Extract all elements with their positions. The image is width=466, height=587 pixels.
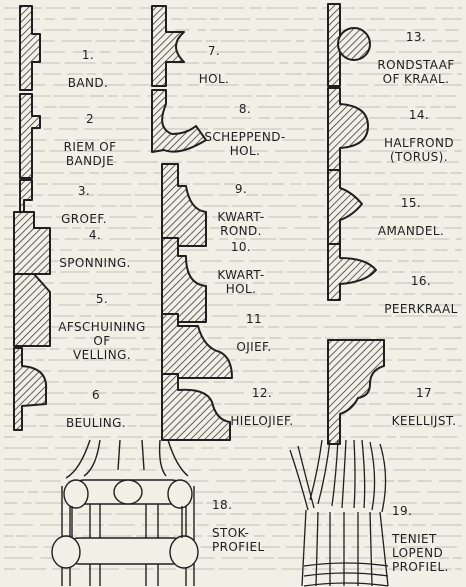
profile-4-number: 4. <box>88 228 102 242</box>
profile-16-peerkraal-drawing <box>327 243 377 301</box>
profile-19-teniet-lopend-drawing <box>289 439 389 587</box>
profile-10-kwarthol-drawing <box>161 237 207 323</box>
profile-5-label: 5. AFSCHUINING OF VELLING. <box>52 278 152 376</box>
profile-2-riem-drawing <box>19 93 41 179</box>
profile-11-ojief-drawing <box>161 313 233 379</box>
profile-6-beuling-drawing <box>13 347 48 431</box>
profile-18-label: 18. STOK- PROFIEL <box>212 484 292 568</box>
profile-8-name: SCHEPPEND- HOL. <box>204 130 286 158</box>
profile-16-label: 16. PEERKRAAL <box>378 260 464 330</box>
profile-7-number: 7. <box>207 44 221 58</box>
profile-7-name: HOL. <box>198 72 230 86</box>
profile-9-number: 9. <box>234 182 248 196</box>
profile-3-number: 3. <box>77 184 91 198</box>
profile-2-name: RIEM OF BANDJE <box>63 140 117 168</box>
profile-6-name: BEULING. <box>65 416 127 430</box>
profile-17-label: 17 KEELLIJST. <box>384 372 464 442</box>
profile-9-label: 9. KWART- ROND. <box>206 168 276 252</box>
profile-14-label: 14. HALFROND (TORUS). <box>376 94 462 178</box>
profile-16-number: 16. <box>410 274 432 288</box>
profile-14-halfrond-drawing <box>327 87 369 171</box>
profile-9-name: KWART- ROND. <box>217 210 265 238</box>
profile-5-afschuining-drawing <box>13 273 51 347</box>
profile-4-label: 4. SPONNING. <box>52 214 138 284</box>
profile-1-band-drawing <box>19 5 41 91</box>
profile-6-label: 6 BEULING. <box>56 374 136 444</box>
profile-18-stokprofiel-drawing <box>51 439 199 586</box>
profile-14-number: 14. <box>408 108 430 122</box>
profile-15-name: AMANDEL. <box>377 224 445 238</box>
profile-12-number: 12. <box>251 386 273 400</box>
profile-11-number: 11 <box>245 312 263 326</box>
profile-13-number: 13. <box>405 30 427 44</box>
profile-12-name: HIELOJIEF. <box>230 414 294 428</box>
profile-19-label: 19. TENIET LOPEND PROFIEL. <box>392 490 464 587</box>
profile-13-name: RONDSTAAF OF KRAAL. <box>377 58 455 86</box>
profile-3-label: 3. GROEF. <box>44 170 124 240</box>
profile-18-number: 18. <box>212 498 233 512</box>
profile-7-label: 7. HOL. <box>184 30 244 100</box>
profile-17-number: 17 <box>415 386 433 400</box>
profile-10-label: 10. KWART- HOL. <box>206 226 276 310</box>
profile-2-label: 2 RIEM OF BANDJE <box>42 98 138 182</box>
profile-16-name: PEERKRAAL <box>384 302 458 316</box>
profile-11-name: OJIEF. <box>236 340 272 354</box>
profile-13-rondstaaf-wall <box>327 3 341 87</box>
profile-3-name: GROEF. <box>61 212 107 226</box>
profile-17-keellijst-drawing <box>327 339 385 445</box>
profile-5-name: AFSCHUINING OF VELLING. <box>58 320 146 362</box>
profile-8-number: 8. <box>238 102 252 116</box>
profile-12-hielojief-drawing <box>161 373 231 441</box>
profile-8-scheppend-hol-drawing <box>151 89 207 153</box>
profile-7-hol-drawing <box>151 5 185 87</box>
profile-10-number: 10. <box>230 240 252 254</box>
profile-14-name: HALFROND (TORUS). <box>383 136 455 164</box>
profile-19-name: TENIET LOPEND PROFIEL. <box>392 532 449 574</box>
profile-15-amandel-drawing <box>327 169 363 245</box>
profile-15-label: 15. AMANDEL. <box>366 182 456 252</box>
profile-6-number: 6 <box>91 388 101 402</box>
profile-12-label: 12. HIELOJIEF. <box>214 372 310 442</box>
profile-18-name: STOK- PROFIEL <box>212 526 265 554</box>
profile-13-rondstaaf-drawing <box>337 27 371 61</box>
profile-8-label: 8. SCHEPPEND- HOL. <box>200 88 290 172</box>
profile-1-number: 1. <box>81 48 95 62</box>
profile-5-number: 5. <box>95 292 109 306</box>
profile-19-number: 19. <box>392 504 413 518</box>
profile-13-label: 13. RONDSTAAF OF KRAAL. <box>368 16 464 100</box>
profile-10-name: KWART- HOL. <box>217 268 265 296</box>
profile-2-number: 2 <box>85 112 95 126</box>
profile-17-name: KEELLIJST. <box>391 414 457 428</box>
profile-9-kwartrond-drawing <box>161 163 207 247</box>
profile-11-label: 11 OJIEF. <box>222 298 286 368</box>
profile-15-number: 15. <box>400 196 422 210</box>
profile-1-name: BAND. <box>67 76 109 90</box>
profile-1-label: 1. BAND. <box>48 34 128 104</box>
profile-4-name: SPONNING. <box>59 256 131 270</box>
